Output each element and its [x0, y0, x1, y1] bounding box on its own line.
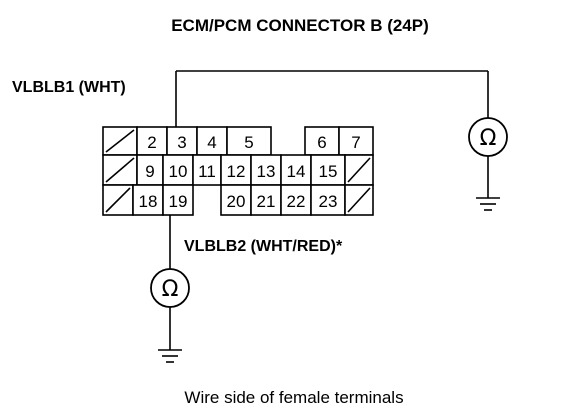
pin-label: 12 [227, 162, 246, 181]
pin-21 [250, 184, 282, 216]
connector-body: 2 3 4 5 6 7 9 10 11 12 13 14 15 [102, 126, 374, 216]
pin-14 [280, 154, 312, 186]
pin-label: 22 [287, 192, 306, 211]
ohmmeter-icon: Ω [468, 117, 508, 157]
pin-5 [226, 126, 272, 156]
ground-icon [476, 197, 500, 211]
wire1-label: VLBLB1 (WHT) [12, 79, 126, 96]
pin-label: 21 [257, 192, 276, 211]
ohm-symbol: Ω [162, 277, 179, 302]
pin-label: 15 [319, 162, 338, 181]
diagram-title: ECM/PCM CONNECTOR B (24P) [171, 16, 429, 35]
pin-18 [132, 184, 164, 216]
pin-label: 7 [351, 133, 360, 152]
pin-label: 13 [257, 162, 276, 181]
wire2-label: VLBLB2 (WHT/RED)* [184, 238, 343, 255]
pin-label: 11 [198, 162, 216, 181]
pin-15 [310, 154, 346, 186]
pin-label: 20 [227, 192, 246, 211]
pin-7 [338, 126, 374, 156]
ground-icon [158, 349, 182, 363]
ohm-symbol: Ω [480, 126, 497, 151]
pin-label: 19 [169, 192, 188, 211]
pin-label: 2 [147, 133, 156, 152]
pin-label: 23 [319, 192, 338, 211]
pin-label: 6 [317, 133, 326, 152]
pin-11 [192, 154, 222, 186]
pin-19 [162, 184, 194, 216]
pin-label: 18 [139, 192, 158, 211]
caption: Wire side of female terminals [184, 388, 403, 407]
pin-label: 14 [287, 162, 306, 181]
wire1 [175, 70, 489, 198]
pin-label: 4 [207, 133, 216, 152]
pin-label: 10 [169, 162, 188, 181]
pin-label: 3 [177, 133, 186, 152]
ohmmeter-icon: Ω [150, 268, 190, 308]
pin-label: 5 [244, 133, 253, 152]
pin-label: 9 [145, 162, 154, 181]
pin-22 [280, 184, 312, 216]
